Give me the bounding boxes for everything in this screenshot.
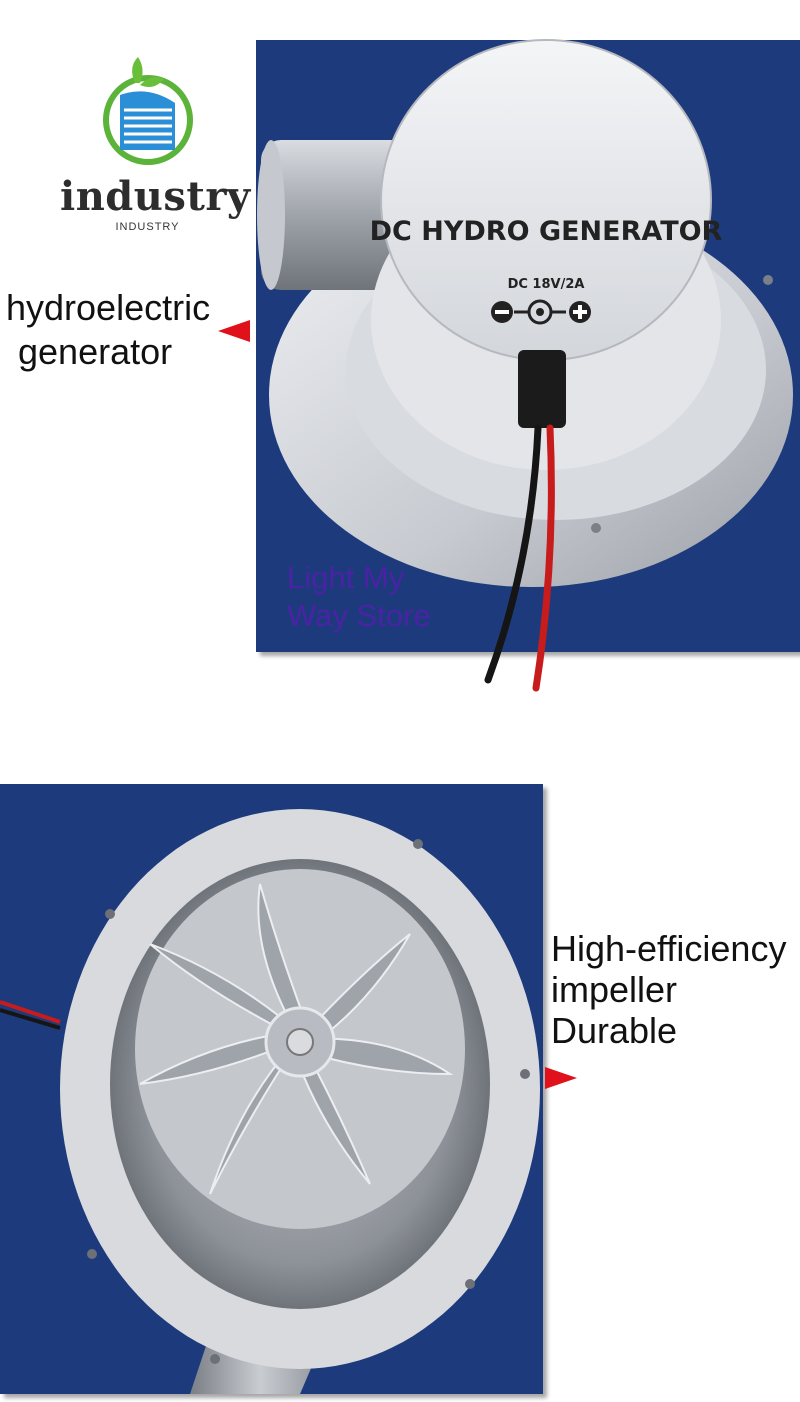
logo-wordmark: industry — [60, 173, 251, 220]
building-icon — [124, 108, 172, 144]
store-watermark: Light My Way Store — [287, 559, 467, 635]
caption-line: impeller — [551, 969, 678, 1010]
product-photo-impeller — [0, 784, 543, 1394]
rating-label: DC 18V/2A — [508, 277, 585, 292]
watermark-line: Light My — [287, 560, 405, 595]
caption-impeller: High-efficiency impeller Durable — [551, 928, 800, 1051]
caption-line: hydroelectric — [6, 287, 211, 328]
right-arrow-icon — [545, 1067, 577, 1089]
logo-subtitle: INDUSTRY — [115, 221, 180, 233]
caption-line: generator — [18, 331, 173, 372]
generator-label: DC HYDRO GENERATOR — [370, 216, 723, 247]
polarity-icon — [491, 299, 591, 325]
watermark-line: Way Store — [287, 598, 431, 633]
caption-line: Durable — [551, 1010, 678, 1051]
logo-leaf-icon — [103, 57, 193, 165]
left-arrow-icon — [218, 320, 250, 342]
brand-logo: industry INDUSTRY — [60, 55, 251, 235]
caption-hydroelectric-generator: hydroelectric generator — [6, 286, 246, 374]
caption-line: High-efficiency — [551, 928, 787, 969]
product-photo-generator: DC HYDRO GENERATOR DC 18V/2A — [256, 39, 800, 692]
